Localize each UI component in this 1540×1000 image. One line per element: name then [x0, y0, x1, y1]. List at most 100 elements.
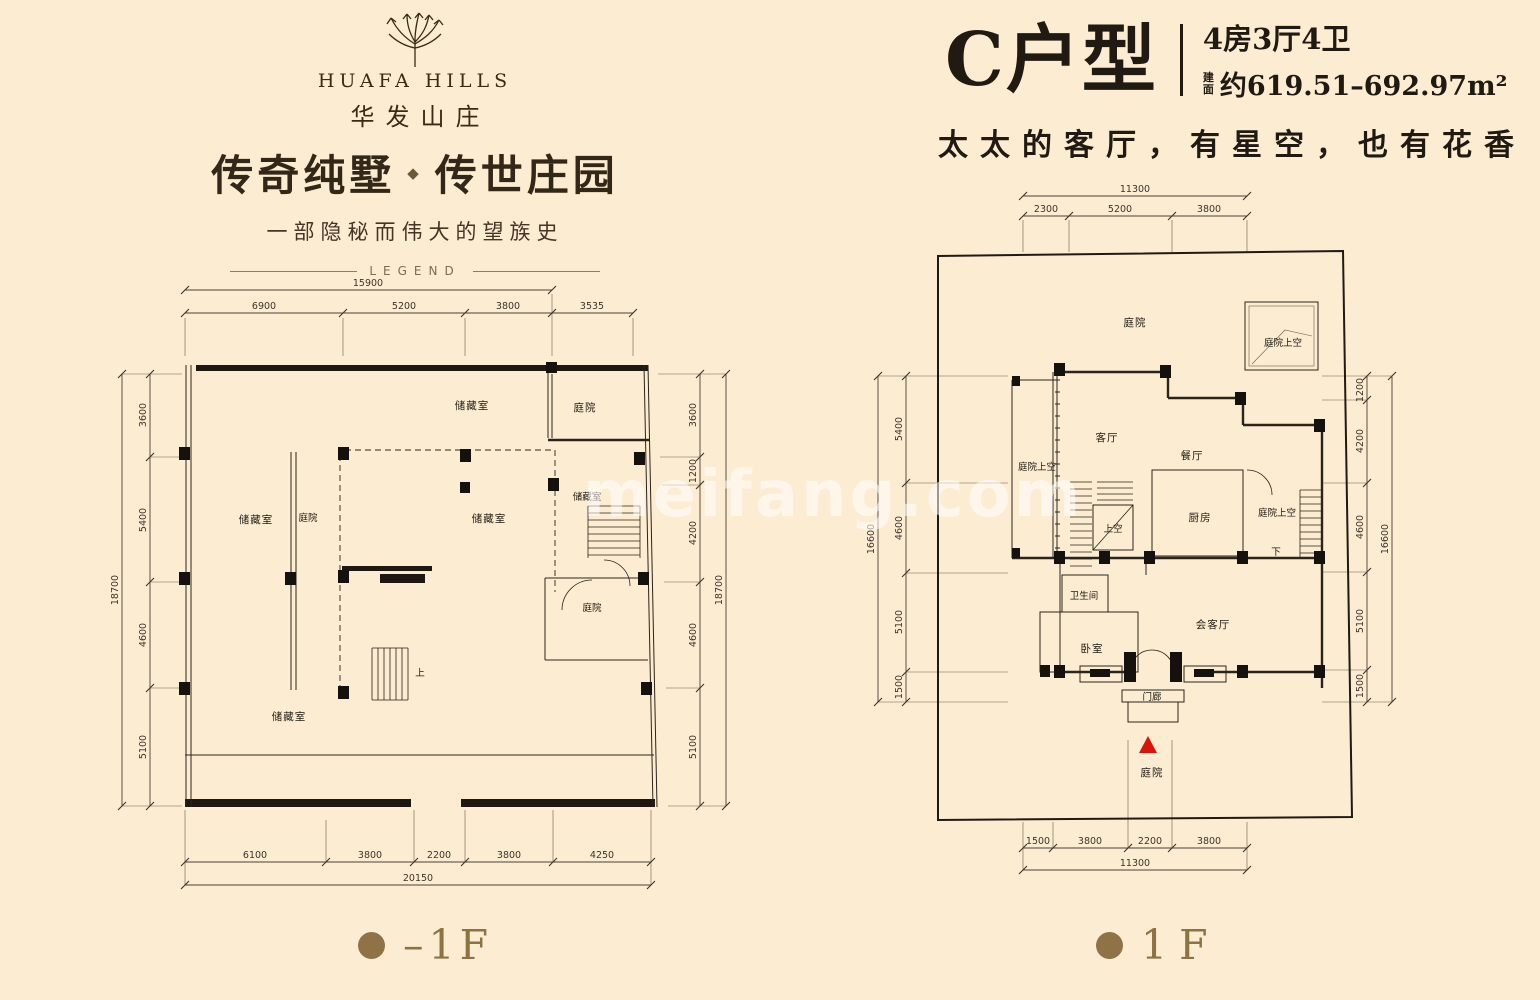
floor-label-text: –1F — [403, 921, 494, 969]
unit-spec: 4房3厅4卫 — [1202, 22, 1351, 56]
dim-label: 20150 — [403, 873, 433, 884]
dim-label: 18700 — [110, 575, 121, 605]
first-columns — [1012, 363, 1325, 678]
dim-label: 3800 — [496, 301, 520, 312]
room-label-storage: 储藏室 — [573, 491, 602, 503]
room-label-courtyard: 庭院 — [298, 512, 318, 524]
basement-plan-drawing: 15900 6900 5200 3800 3535 18700 3600 540… — [110, 278, 731, 890]
dim-label: 4200 — [688, 521, 699, 545]
room-label-courtyard-void: 庭院上空 — [1258, 507, 1296, 519]
dim-label: 5100 — [138, 735, 149, 759]
dim-label: 4200 — [1355, 429, 1366, 453]
room-label-reception: 会客厅 — [1196, 618, 1231, 631]
diamond-ornament-icon: ◆ — [407, 163, 423, 182]
dim-label: 4600 — [688, 623, 699, 647]
basement-dims-left: 18700 3600 5400 4600 5100 — [110, 369, 182, 811]
room-label-porch: 门廊 — [1142, 691, 1162, 703]
room-label-courtyard: 庭院 — [582, 602, 602, 614]
watermark: meifang.com — [583, 458, 1084, 532]
floor-label-text: 1F — [1141, 921, 1220, 969]
legend-divider: LEGEND — [230, 264, 600, 278]
basement-columns — [179, 362, 652, 699]
basement-dims-right: 3600 1200 4200 4600 5100 18700 — [658, 369, 731, 811]
dim-label: 3800 — [358, 850, 382, 861]
room-label-bedroom: 卧室 — [1081, 642, 1104, 655]
dim-label: 4600 — [894, 516, 905, 540]
dim-label: 5400 — [894, 417, 905, 441]
dim-label: 5100 — [894, 610, 905, 634]
tree-logo-icon — [386, 12, 444, 67]
first-stairs-left — [1070, 481, 1134, 567]
first-dims-bottom: 1500 3800 2200 3800 11300 — [1018, 740, 1252, 875]
first-dims-top: 11300 2300 5200 3800 — [1018, 184, 1252, 252]
basement-walls — [185, 364, 658, 808]
stair-up-label: 上 — [415, 668, 425, 679]
dim-label: 4600 — [138, 623, 149, 647]
room-label-courtyard-void: 庭院上空 — [1018, 461, 1056, 473]
room-label-courtyard: 庭院 — [1124, 316, 1147, 329]
room-label-storage: 储藏室 — [455, 399, 490, 412]
first-dims-right: 1200 4200 4600 5100 1500 16600 — [1322, 371, 1397, 707]
room-label-kitchen: 厨房 — [1189, 511, 1212, 524]
tagline-sub: 一部隐秘而伟大的望族史 — [266, 220, 564, 244]
room-label-storage: 储藏室 — [272, 710, 307, 723]
bullet-dot-icon — [1096, 932, 1123, 959]
stair-down-label: 下 — [1271, 547, 1281, 558]
room-label-storage: 储藏室 — [472, 512, 507, 525]
floor-label-basement: –1F — [358, 925, 493, 966]
entrance-marker-icon — [1139, 736, 1157, 753]
legend-rule-left — [230, 270, 358, 272]
dim-label: 3535 — [580, 301, 604, 312]
area-value: 约619.51–692.97m² — [1219, 71, 1508, 102]
dim-label: 3800 — [1078, 836, 1102, 847]
dim-label: 1200 — [1355, 378, 1366, 402]
dim-label: 16600 — [1380, 524, 1391, 554]
unit-meta: 4房3厅4卫 建面 约619.51–692.97m² — [1203, 16, 1508, 103]
legend-text: LEGEND — [369, 264, 461, 278]
dim-label: 3800 — [1197, 204, 1221, 215]
dim-label: 4600 — [1355, 515, 1366, 539]
dim-label: 6900 — [252, 301, 276, 312]
basement-dims-top: 15900 6900 5200 3800 3535 — [180, 278, 638, 356]
basement-stairs-right — [561, 505, 641, 611]
basement-stairs-center — [371, 647, 409, 701]
dim-label: 5100 — [1355, 609, 1366, 633]
unit-title-block: C户型 4房3厅4卫 建面 约619.51–692.97m² — [945, 16, 1507, 103]
first-dims-left: 16600 5400 4600 5100 1500 — [866, 371, 1008, 707]
dim-label: 2300 — [1034, 204, 1058, 215]
basement-room-labels: 储藏室 庭院 储藏室 庭院 储藏室 储藏室 庭院 储藏室 上 — [239, 399, 602, 723]
basement-dims-bottom: 6100 3800 2200 3800 4250 20150 — [180, 810, 656, 890]
first-stairs-right — [1246, 469, 1322, 558]
dim-label: 5100 — [688, 735, 699, 759]
unit-title: C户型 — [945, 16, 1158, 103]
first-floor-plan-drawing: 11300 2300 5200 3800 16600 5400 4600 510… — [866, 184, 1397, 875]
dim-label: 5200 — [392, 301, 416, 312]
first-entrance — [1079, 649, 1227, 753]
dim-label: 3800 — [1197, 836, 1221, 847]
dim-label: 11300 — [1120, 184, 1150, 195]
brand-name-en: HUAFA HILLS — [317, 70, 513, 92]
dim-label: 11300 — [1120, 858, 1150, 869]
room-label-courtyard: 庭院 — [1141, 766, 1164, 779]
bullet-dot-icon — [358, 932, 385, 959]
tagline-block: 传奇纯墅 ◆ 传世庄园 一部隐秘而伟大的望族史 LEGEND — [195, 142, 635, 278]
floor-label-first: 1F — [1096, 925, 1220, 966]
tagline-main-left: 传奇纯墅 — [211, 151, 396, 200]
dim-label: 1500 — [1355, 674, 1366, 698]
dim-label: 3600 — [138, 403, 149, 427]
dim-label: 2200 — [1138, 836, 1162, 847]
dim-label: 1500 — [894, 675, 905, 699]
dim-label: 3600 — [688, 403, 699, 427]
room-label-void: 上空 — [1103, 523, 1122, 535]
room-label-courtyard: 庭院 — [574, 401, 597, 414]
dim-label: 16600 — [866, 524, 877, 554]
dim-label: 4250 — [590, 850, 614, 861]
unit-area-row: 建面 约619.51–692.97m² — [1203, 64, 1508, 103]
brand-name-cn: 华发山庄 — [350, 103, 491, 131]
tagline-main: 传奇纯墅 ◆ 传世庄园 — [195, 142, 635, 203]
dim-label: 6100 — [243, 850, 267, 861]
first-site-boundary — [937, 249, 1354, 822]
area-label: 建面 — [1202, 70, 1214, 96]
dim-label: 18700 — [714, 575, 725, 605]
